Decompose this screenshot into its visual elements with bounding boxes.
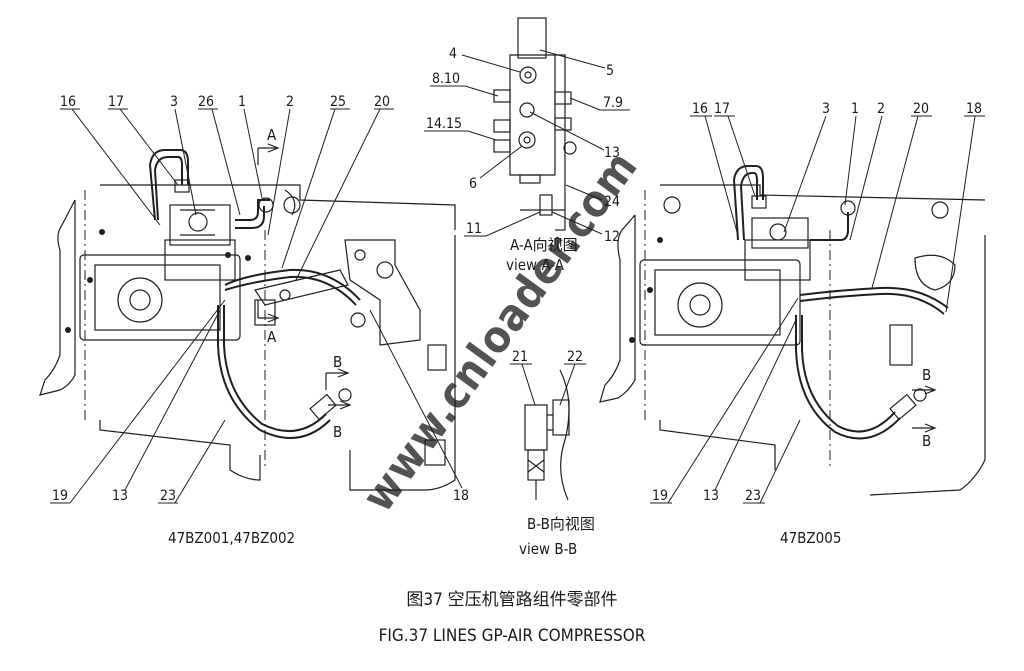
callout-label: 22: [567, 349, 583, 365]
section-mark-label: B: [922, 432, 931, 450]
callout-label: 19: [52, 488, 68, 504]
callout-label: 5: [606, 63, 614, 79]
callout-label: 13: [604, 145, 620, 161]
view-bb-drawing: [524, 369, 570, 501]
watermark-text: www.cnloader.com: [353, 142, 648, 522]
view-bb-callouts: 21 22: [510, 349, 586, 406]
callout-label: 16: [692, 101, 708, 117]
callout-label: 13: [112, 488, 128, 504]
callout-label: 20: [913, 101, 929, 117]
section-mark-label: A: [267, 126, 277, 144]
callout-label: 17: [714, 101, 730, 117]
callout-label: 16: [60, 94, 76, 110]
view-bb-title-cn: B-B向视图: [527, 515, 595, 533]
callout-label: 18: [453, 488, 469, 504]
view-aa-title-cn: A-A向视图: [510, 236, 578, 254]
right-assembly-drawing: [599, 165, 986, 496]
callout-label: 4: [449, 46, 457, 62]
section-mark-label: B: [333, 423, 342, 441]
callout-label: 21: [512, 349, 528, 365]
view-bb-title-en: view B-B: [519, 540, 577, 558]
right-model-label: 47BZ005: [780, 529, 841, 547]
section-mark-label: B: [333, 353, 342, 371]
view-aa-drawing: [493, 17, 577, 231]
left-callouts: 16 17 3 26 1 2 25 20 19 13 23 18: [50, 94, 469, 504]
callout-label: 3: [822, 101, 830, 117]
callout-label: 8.10: [432, 71, 460, 87]
callout-label: 26: [198, 94, 214, 110]
callout-label: 3: [170, 94, 178, 110]
callout-label: 2: [286, 94, 294, 110]
caption-cn: 图37 空压机管路组件零部件: [406, 590, 617, 610]
callout-label: 24: [604, 194, 620, 210]
callout-label: 6: [469, 176, 477, 192]
callout-label: 2: [877, 101, 885, 117]
callout-label: 1: [238, 94, 246, 110]
view-aa-title-en: view A-A: [506, 256, 565, 274]
section-mark-label: A: [267, 328, 277, 346]
callout-label: 1: [851, 101, 859, 117]
callout-label: 17: [108, 94, 124, 110]
callout-label: 23: [745, 488, 761, 504]
left-assembly-drawing: [39, 143, 456, 491]
callout-label: 12: [604, 229, 620, 245]
section-mark-label: B: [922, 366, 931, 384]
callout-label: 23: [160, 488, 176, 504]
callout-label: 11: [466, 221, 482, 237]
callout-label: 7.9: [603, 95, 623, 111]
callout-label: 25: [330, 94, 346, 110]
callout-label: 19: [652, 488, 668, 504]
callout-label: 13: [703, 488, 719, 504]
callout-label: 18: [966, 101, 982, 117]
right-callouts: 16 17 3 1 2 20 18 19 13 23: [650, 101, 985, 504]
view-aa-callouts: 4 5 8.10 7.9 14.15 13 6 24 11 12: [424, 46, 630, 245]
callout-label: 14.15: [426, 116, 462, 132]
callout-label: 20: [374, 94, 390, 110]
left-section-marks: A A B B: [267, 126, 342, 441]
caption-en: FIG.37 LINES GP-AIR COMPRESSOR: [379, 626, 646, 646]
left-model-label: 47BZ001,47BZ002: [168, 529, 295, 547]
right-section-marks: B B: [922, 366, 931, 450]
